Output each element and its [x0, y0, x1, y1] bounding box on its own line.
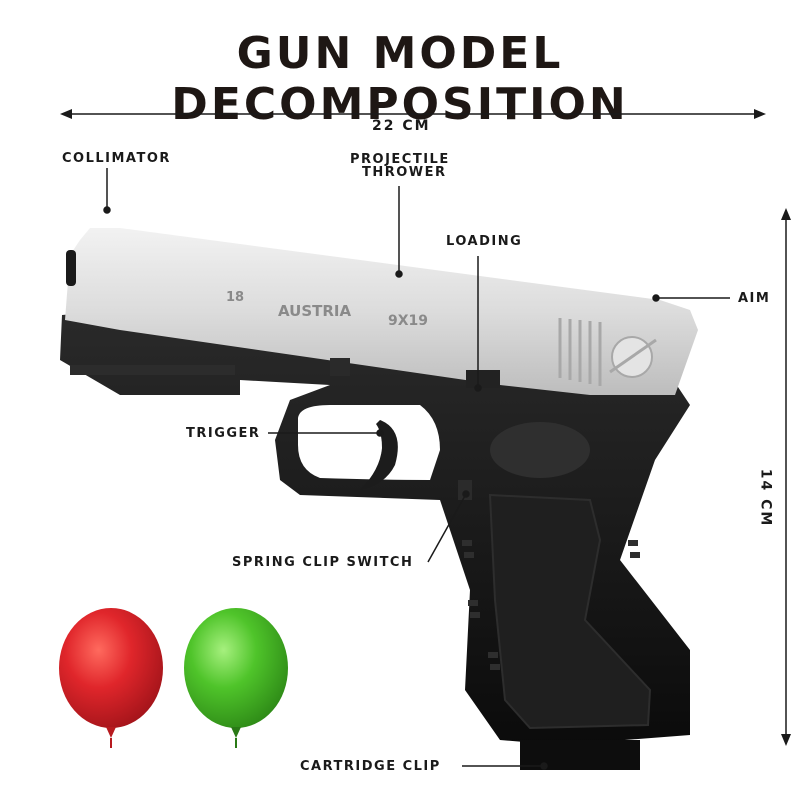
label-loading: LOADING: [446, 234, 523, 249]
pistol-illustration: [60, 228, 698, 770]
label-projectile-thrower-line1: PROJECTILE: [350, 152, 450, 167]
label-projectile-thrower-line2: THROWER: [362, 165, 447, 180]
loading-button: [466, 370, 500, 388]
width-dimension-label: 22 CM: [372, 118, 431, 134]
height-dimension-arrow: [781, 208, 791, 746]
grip-panel: [488, 493, 652, 730]
slide-marking-austria: AUSTRIA: [278, 302, 352, 320]
slide-marking-18: 18: [226, 290, 245, 305]
height-dimension-label: 14 CM: [757, 468, 774, 528]
magazine-base: [520, 740, 640, 770]
grip-texture: [462, 540, 640, 670]
width-dimension-arrow: [60, 109, 766, 119]
label-spring-clip-switch: SPRING CLIP SWITCH: [232, 555, 414, 570]
pistol-slide: [65, 228, 698, 395]
leader-lines: [103, 168, 730, 770]
label-cartridge-clip: CARTRIDGE CLIP: [300, 759, 441, 774]
trigger-guard: [298, 405, 440, 480]
page-title: GUN MODEL DECOMPOSITION: [171, 28, 629, 130]
green-balloon: [184, 608, 288, 748]
accessory-rail: [70, 365, 235, 375]
label-aim: AIM: [738, 291, 771, 306]
red-balloon: [59, 608, 163, 748]
muzzle: [66, 250, 76, 286]
slide-marking-caliber: 9X19: [388, 313, 429, 329]
label-collimator: COLLIMATOR: [62, 151, 171, 166]
slide-serrations: [558, 318, 602, 386]
label-trigger: TRIGGER: [186, 426, 261, 441]
trigger: [360, 420, 398, 490]
thumb-recess: [490, 422, 590, 478]
